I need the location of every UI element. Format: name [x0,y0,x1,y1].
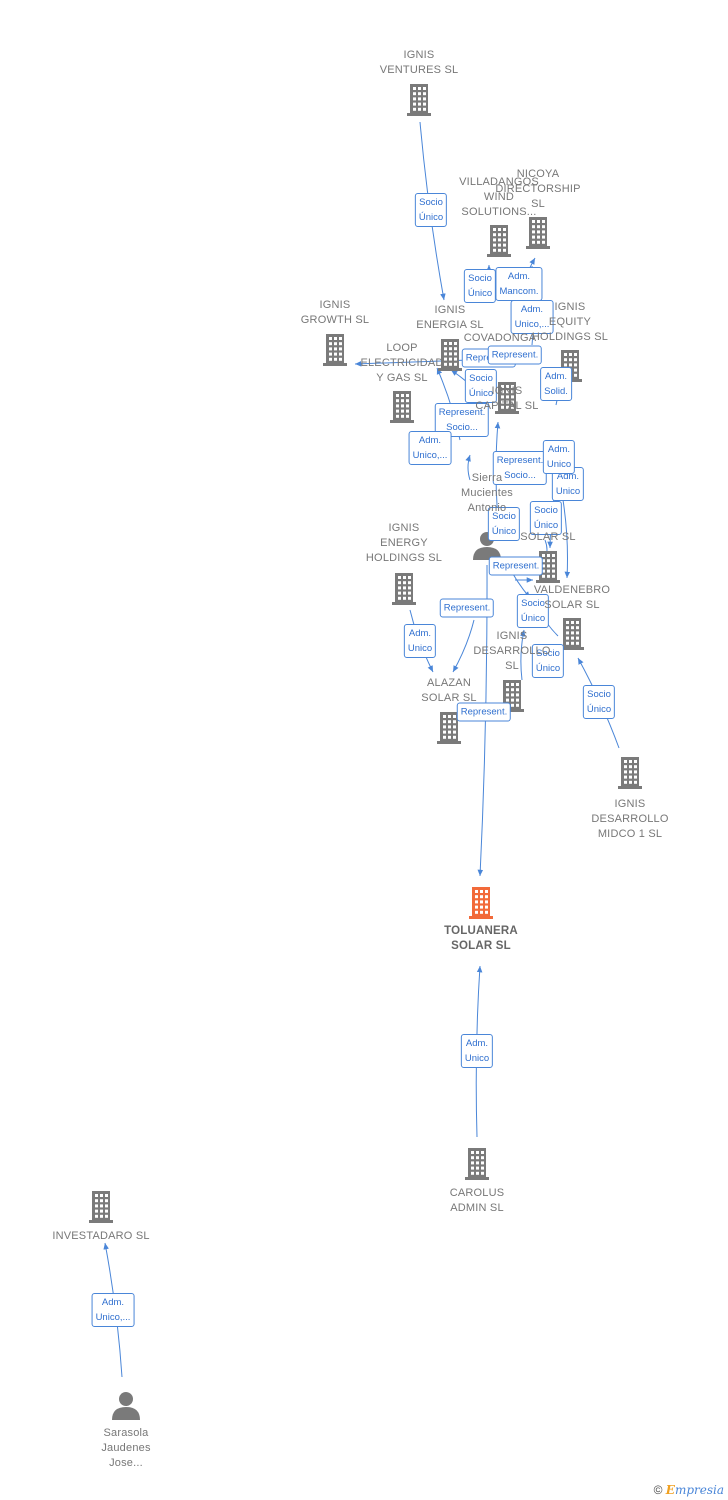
edge-arrow [452,619,475,673]
edge-label[interactable]: Represent. [487,345,543,365]
edge-label[interactable]: Represent. Socio... [492,451,548,485]
node-label-villadangos[interactable]: VILLADANGOS WIND SOLUTIONS... [459,176,539,218]
edge-label[interactable]: Socio Único [464,369,498,403]
edge-label[interactable]: Represent. [488,556,544,576]
building-icon[interactable] [407,84,431,116]
edge-label[interactable]: Socio Único [582,685,616,719]
node-label-ignis-capital[interactable]: IGNIS CAPITAL SL [475,385,539,412]
edge-label[interactable]: Represent. [439,598,495,618]
building-icon[interactable] [89,1191,113,1223]
building-icon[interactable] [618,757,642,789]
edge-label[interactable]: Adm. Unico,... [408,431,452,465]
edge-arrow [562,499,571,579]
building-icon[interactable] [392,573,416,605]
edge-label[interactable]: Adm. Unico [460,1034,494,1068]
edge-label[interactable]: Adm. Unico,... [510,300,554,334]
building-icon[interactable] [526,217,550,249]
node-label-mucientes[interactable]: Sierra Mucientes Antonio [461,472,513,514]
building-icon[interactable] [323,334,347,366]
edge-label[interactable]: Adm. Unico,... [91,1293,135,1327]
node-label-ignis-growth[interactable]: IGNIS GROWTH SL [300,299,370,326]
building-icon[interactable] [560,618,584,650]
edge-label[interactable]: Adm. Mancom. [495,267,543,301]
node-label-toluanera[interactable]: TOLUANERA SOLAR SL [444,925,518,952]
footer-brand[interactable]: © Empresia [654,1483,724,1497]
edge-label[interactable]: Socio Único [463,269,497,303]
node-label-valdenebro[interactable]: VALDENEBRO SOLAR SL [533,584,611,611]
building-icon[interactable] [495,382,519,414]
person-icon[interactable] [112,1392,140,1420]
building-icon[interactable] [390,391,414,423]
node-label-ignis-ventures[interactable]: IGNIS VENTURES SL [379,49,459,76]
building-icon[interactable] [469,887,493,919]
brand-logo: Empresia [665,1483,724,1497]
node-label-solar-sl[interactable]: SOLAR SL [520,531,576,543]
edge-arrow [465,454,471,481]
edge-label[interactable]: Adm. Solid. [540,367,572,401]
node-label-ignis-energy[interactable]: IGNIS ENERGY HOLDINGS SL [365,522,443,564]
edge-label[interactable]: Socio Único [414,193,448,227]
node-label-nicoya[interactable]: NICOYA DIRECTORSHIP SL [495,168,581,210]
edge-label[interactable]: Represent. [456,702,512,722]
node-label-ignis-equity[interactable]: IGNIS EQUITY HOLDINGS SL [531,301,609,343]
edge-label[interactable]: Adm. Unico [403,624,437,658]
node-label-loop[interactable]: LOOP ELECTRICIDAD Y GAS SL [360,342,444,384]
node-label-alazan[interactable]: ALAZAN SOLAR SL [421,677,477,704]
building-icon[interactable] [536,551,560,583]
nodes-layer [89,84,642,1420]
node-label-ignis-energia[interactable]: IGNIS ENERGIA SL [416,304,484,331]
edge-label[interactable]: Represent. Socio... [434,403,490,437]
copyright-symbol: © [653,1483,663,1497]
building-icon[interactable] [465,1148,489,1180]
node-label-investadaro[interactable]: INVESTADARO SL [52,1230,150,1242]
node-label-ignis-desarrollo[interactable]: IGNIS DESARROLLO SL [473,630,551,672]
building-icon[interactable] [437,712,461,744]
edge-label[interactable]: Socio Único [531,644,565,678]
node-label-covadonga[interactable]: COVADONGA [463,332,537,344]
node-label-carolus[interactable]: CAROLUS ADMIN SL [449,1187,505,1214]
edge-label[interactable]: Socio Único [487,507,521,541]
building-icon[interactable] [487,225,511,257]
edge-arrow [520,629,526,681]
node-label-sarasola[interactable]: Sarasola Jaudenes Jose... [101,1427,151,1469]
edge-label[interactable]: Socio Único [516,594,550,628]
building-icon[interactable] [438,339,462,371]
edge-label[interactable]: Adm. Unico [542,440,576,474]
node-label-ignis-midco[interactable]: IGNIS DESARROLLO MIDCO 1 SL [591,798,669,840]
edge-label[interactable]: Socio Único [529,501,563,535]
